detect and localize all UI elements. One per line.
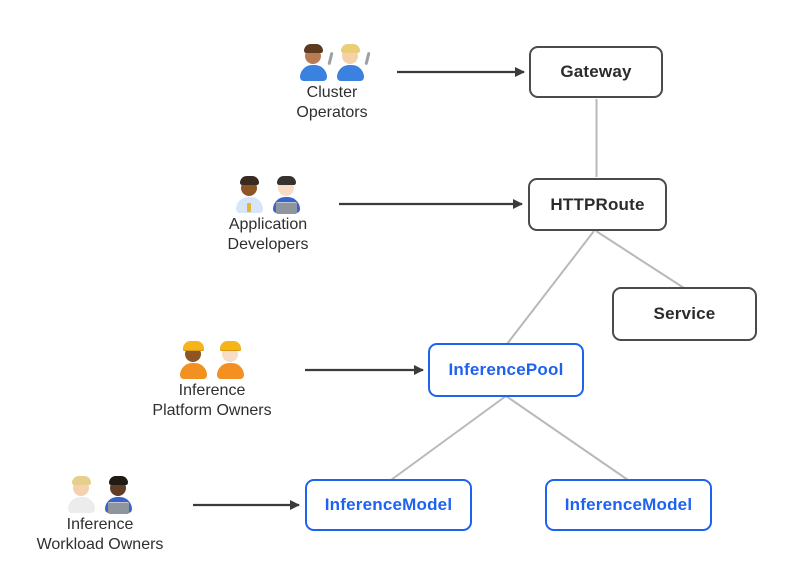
- person-icon: [177, 339, 210, 380]
- person-icon: [214, 339, 247, 380]
- hair-icon: [109, 476, 128, 485]
- edge-httproute-inferencepool: [506, 230, 595, 345]
- application-developers-emoji-icon: [168, 170, 368, 214]
- node-service-label: Service: [653, 304, 716, 323]
- inference-platform-owners-label: Inference Platform Owners: [112, 381, 312, 421]
- node-inferencemodel-right: InferenceModel: [545, 479, 712, 531]
- helmet-icon: [183, 341, 204, 350]
- label-line: Application: [228, 216, 308, 233]
- node-service: Service: [612, 287, 757, 341]
- person-icon: [334, 41, 371, 82]
- node-httproute: HTTPRoute: [528, 178, 667, 231]
- label-line: Platform Owners: [152, 402, 272, 419]
- hair-icon: [304, 44, 323, 53]
- laptop-icon: [276, 202, 297, 214]
- application-developers-label: Application Developers: [168, 215, 368, 255]
- actor-inference-platform-owners: Inference Platform Owners: [112, 336, 312, 421]
- node-inferencemodel-left-label: InferenceModel: [324, 495, 453, 514]
- edge-inferencepool-inferencemodel-right: [505, 395, 629, 481]
- node-inferencemodel-right-label: InferenceModel: [564, 495, 693, 514]
- laptop-icon: [108, 502, 129, 514]
- person-icon: [297, 41, 334, 82]
- hair-icon: [341, 44, 360, 53]
- label-line: Operators: [296, 104, 368, 121]
- inference-workload-owners-emoji-icon: [0, 470, 200, 514]
- node-gateway-label: Gateway: [560, 62, 632, 81]
- edge-inferencepool-inferencemodel-left: [390, 395, 507, 481]
- label-line: Workload Owners: [36, 536, 164, 553]
- wrench-icon: [364, 51, 371, 66]
- edge-httproute-service: [595, 230, 685, 289]
- person-icon: [102, 473, 135, 514]
- helmet-icon: [220, 341, 241, 350]
- person-icon: [65, 473, 98, 514]
- hair-icon: [72, 476, 91, 485]
- node-inferencepool-label: InferencePool: [448, 360, 564, 379]
- label-line: Inference: [66, 516, 134, 533]
- hair-icon: [240, 176, 259, 185]
- cluster-operators-emoji-icon: [232, 38, 432, 82]
- node-inferencepool: InferencePool: [428, 343, 584, 397]
- label-line: Inference: [178, 382, 246, 399]
- node-httproute-label: HTTPRoute: [550, 194, 645, 214]
- hair-icon: [277, 176, 296, 185]
- inference-workload-owners-label: Inference Workload Owners: [0, 515, 200, 555]
- wrench-icon: [327, 51, 334, 66]
- actor-application-developers: Application Developers: [168, 170, 368, 255]
- node-gateway: Gateway: [529, 46, 663, 98]
- label-line: Developers: [227, 236, 309, 253]
- inference-platform-owners-emoji-icon: [112, 336, 312, 380]
- label-line: Cluster: [306, 84, 358, 101]
- cluster-operators-label: Cluster Operators: [232, 83, 432, 123]
- actor-inference-workload-owners: Inference Workload Owners: [0, 470, 200, 555]
- actor-cluster-operators: Cluster Operators: [232, 38, 432, 123]
- node-inferencemodel-left: InferenceModel: [305, 479, 472, 531]
- person-icon: [233, 173, 266, 214]
- tie-icon: [247, 203, 251, 212]
- person-icon: [270, 173, 303, 214]
